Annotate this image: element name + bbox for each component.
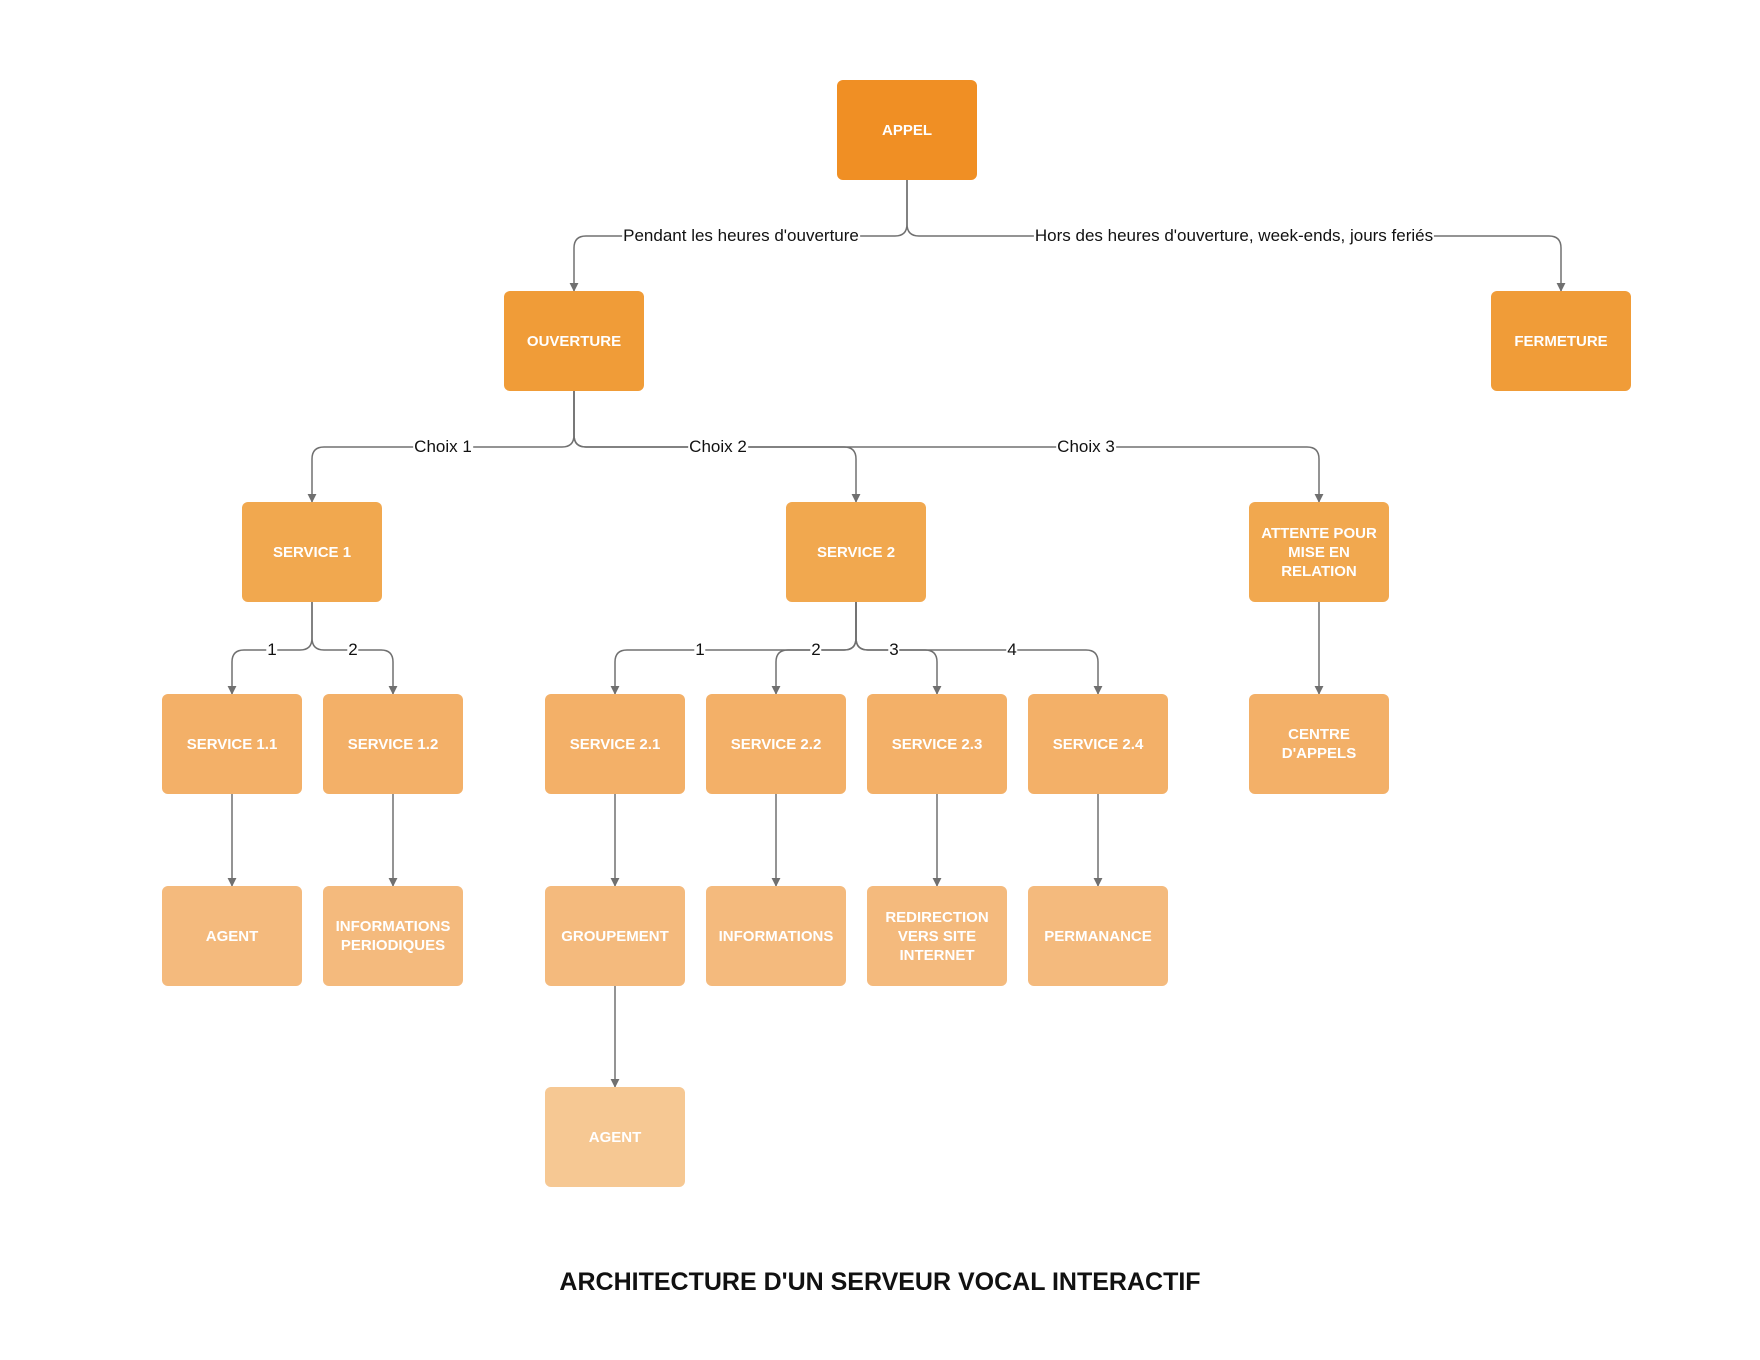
node-service11: SERVICE 1.1 (162, 694, 302, 794)
node-appel: APPEL (837, 80, 977, 180)
node-centre: CENTRE D'APPELS (1249, 694, 1389, 794)
node-label: INFORMATIONS (718, 927, 834, 945)
node-label: SERVICE 1 (272, 543, 352, 561)
node-informations: INFORMATIONS (706, 886, 846, 986)
edge-label: 2 (347, 640, 359, 660)
node-label: SERVICE 2.3 (891, 735, 983, 753)
edge-label: 4 (1006, 640, 1018, 660)
node-service12: SERVICE 1.2 (323, 694, 463, 794)
edge-label: Choix 1 (413, 437, 473, 457)
node-label: SERVICE 2 (816, 543, 896, 561)
node-label: AGENT (205, 927, 259, 945)
node-groupement: GROUPEMENT (545, 886, 685, 986)
node-agent1: AGENT (162, 886, 302, 986)
node-label: ATTENTE POUR MISE EN RELATION (1261, 524, 1377, 580)
node-label: SERVICE 2.1 (569, 735, 661, 753)
node-label: OUVERTURE (526, 332, 622, 350)
node-attente: ATTENTE POUR MISE EN RELATION (1249, 502, 1389, 602)
node-permanance: PERMANANCE (1028, 886, 1168, 986)
node-label: REDIRECTION VERS SITE INTERNET (885, 908, 989, 964)
node-label: SERVICE 1.2 (347, 735, 439, 753)
edge-ouverture-attente (573, 391, 1324, 503)
node-label: INFORMATIONS PERIODIQUES (335, 918, 451, 954)
node-redirection: REDIRECTION VERS SITE INTERNET (867, 886, 1007, 986)
edge-label: 1 (266, 640, 278, 660)
node-service1: SERVICE 1 (242, 502, 382, 602)
node-service24: SERVICE 2.4 (1028, 694, 1168, 794)
edge-label: 1 (694, 640, 706, 660)
node-service22: SERVICE 2.2 (706, 694, 846, 794)
node-label: PERMANANCE (1044, 927, 1152, 945)
node-service21: SERVICE 2.1 (545, 694, 685, 794)
edge-label: Hors des heures d'ouverture, week-ends, … (1033, 226, 1435, 246)
node-ouverture: OUVERTURE (504, 291, 644, 391)
edge-label: 3 (888, 640, 900, 660)
edge-label: Choix 2 (688, 437, 748, 457)
node-label: SERVICE 2.4 (1052, 735, 1144, 753)
node-label: CENTRE D'APPELS (1281, 726, 1357, 762)
node-agent2: AGENT (545, 1087, 685, 1187)
node-label: SERVICE 2.2 (730, 735, 822, 753)
edge-label: Choix 3 (1056, 437, 1116, 457)
node-label: AGENT (588, 1128, 642, 1146)
node-label: APPEL (881, 121, 932, 139)
edge-label: Pendant les heures d'ouverture (622, 226, 860, 246)
edge-service2-service24 (855, 602, 1103, 695)
node-service2: SERVICE 2 (786, 502, 926, 602)
node-fermeture: FERMETURE (1491, 291, 1631, 391)
edge-label: 2 (810, 640, 822, 660)
node-label: FERMETURE (1514, 332, 1608, 350)
node-service23: SERVICE 2.3 (867, 694, 1007, 794)
node-label: GROUPEMENT (561, 927, 669, 945)
node-label: SERVICE 1.1 (186, 735, 278, 753)
diagram-title: ARCHITECTURE D'UN SERVEUR VOCAL INTERACT… (559, 1268, 1201, 1296)
node-infoper: INFORMATIONS PERIODIQUES (323, 886, 463, 986)
